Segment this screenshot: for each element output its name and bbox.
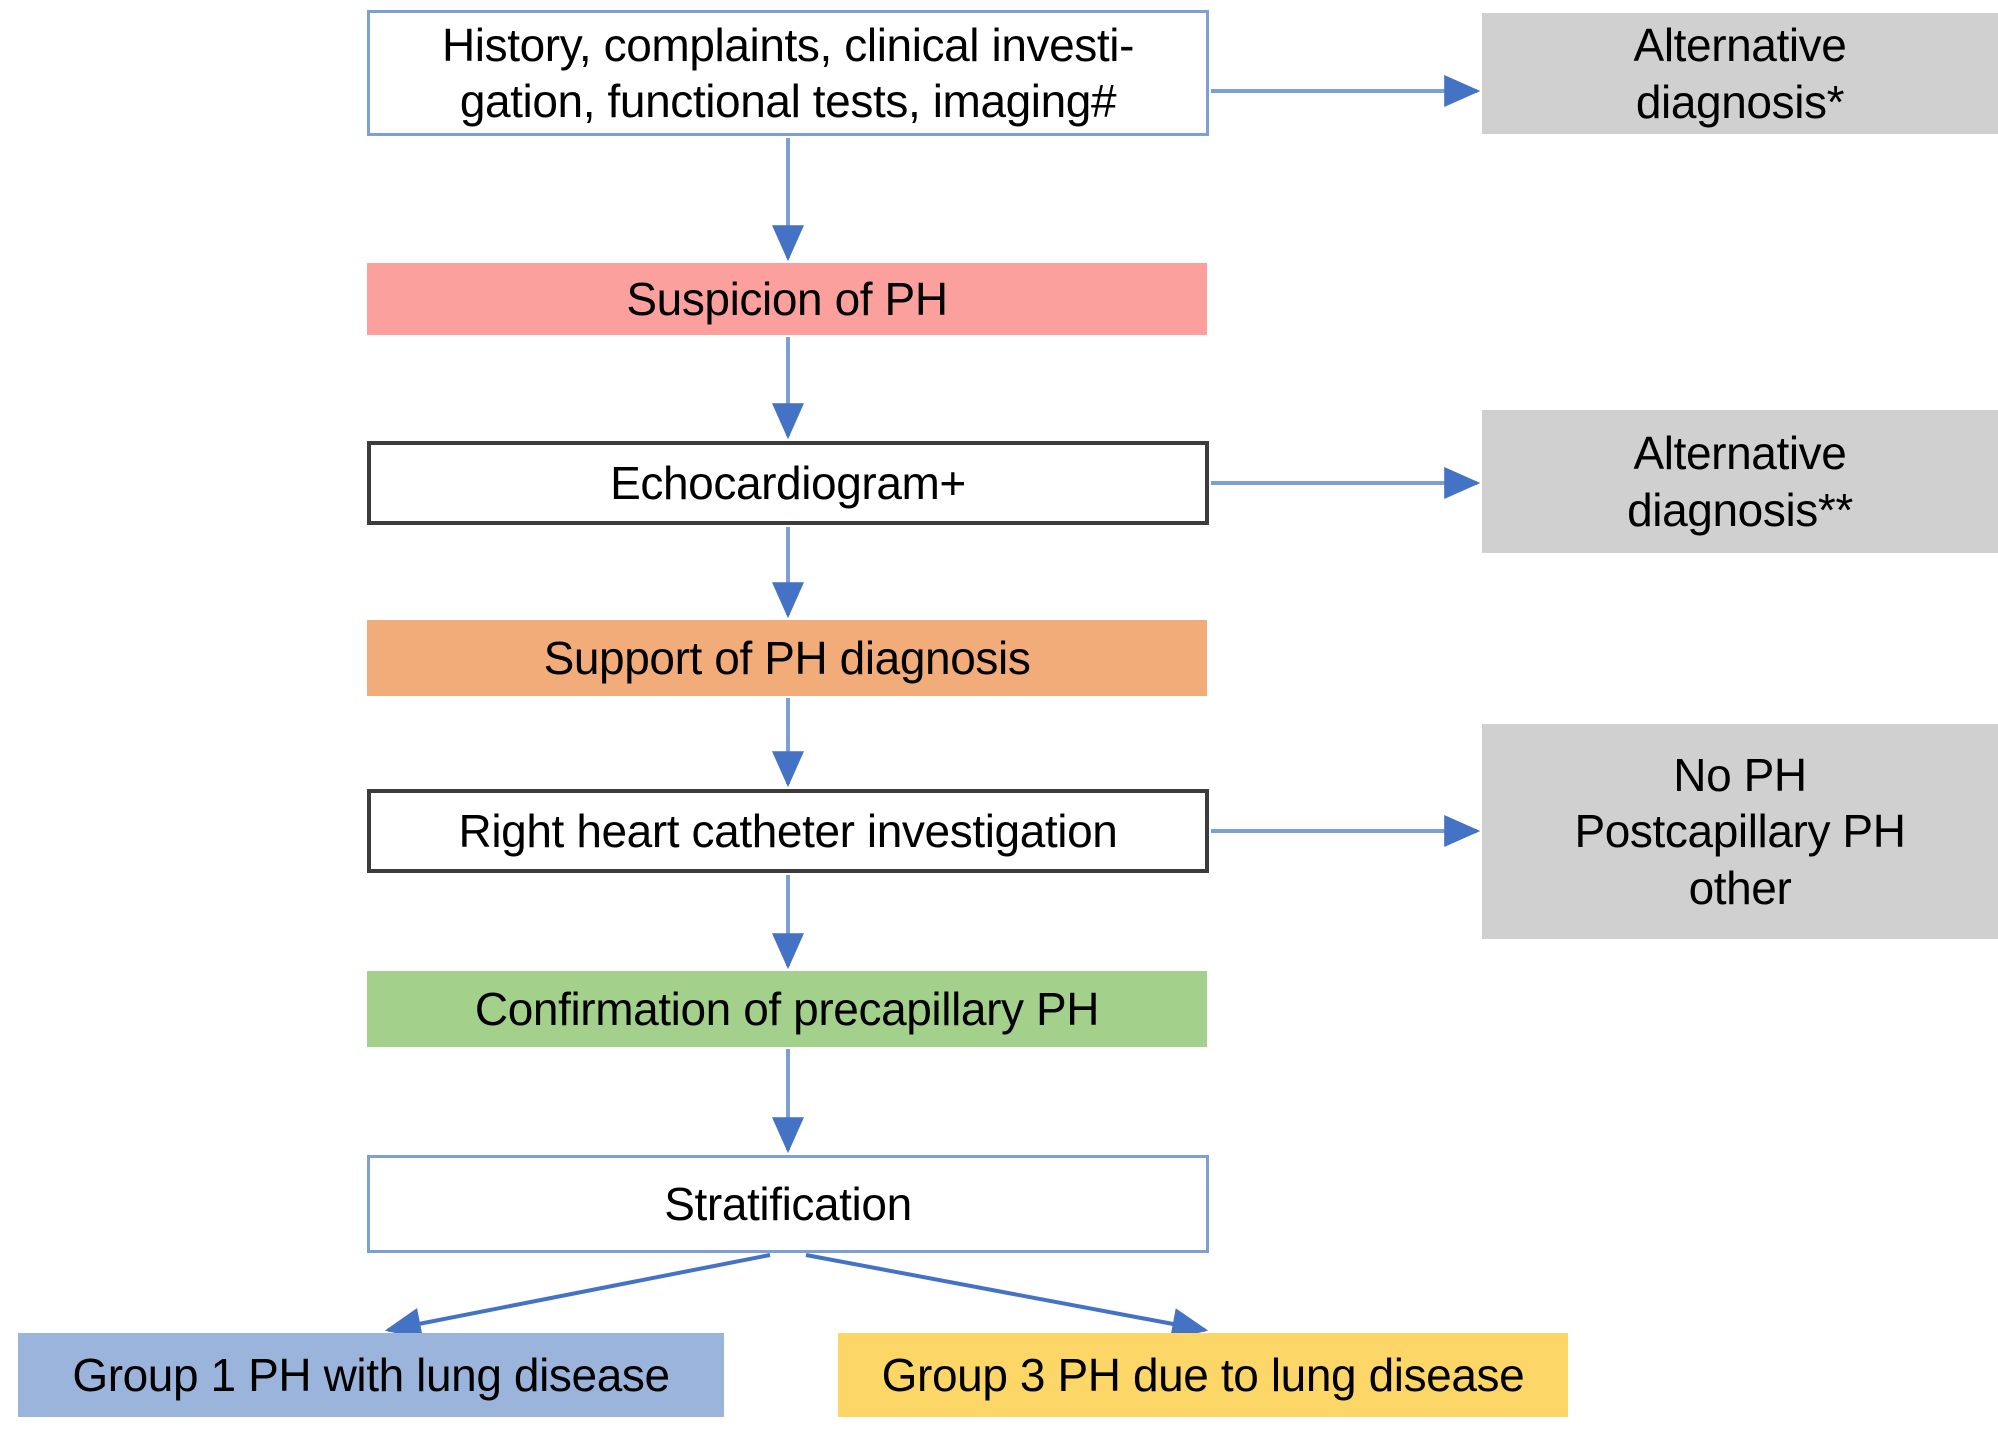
node-support-of-ph-diagnosis[interactable]: Support of PH diagnosis: [367, 620, 1207, 696]
node-confirmation-precapillary-ph[interactable]: Confirmation of precapillary PH: [367, 971, 1207, 1047]
node-suspicion-of-ph[interactable]: Suspicion of PH: [367, 263, 1207, 335]
node-group-1-ph[interactable]: Group 1 PH with lung disease: [18, 1333, 724, 1417]
node-alternative-diagnosis-1[interactable]: Alternative diagnosis*: [1482, 13, 1998, 134]
node-no-ph-postcapillary-other-label: No PH Postcapillary PH other: [1574, 749, 1906, 914]
node-group-3-ph[interactable]: Group 3 PH due to lung disease: [838, 1333, 1568, 1417]
node-echocardiogram[interactable]: Echocardiogram+: [367, 441, 1209, 525]
node-no-ph-postcapillary-other[interactable]: No PH Postcapillary PH other: [1482, 724, 1998, 939]
node-alternative-diagnosis-2[interactable]: Alternative diagnosis**: [1482, 410, 1998, 553]
node-right-heart-catheter-label: Right heart catheter investigation: [458, 804, 1118, 857]
node-group-3-ph-label: Group 3 PH due to lung disease: [881, 1348, 1525, 1401]
node-history-label: History, complaints, clinical investi- g…: [441, 18, 1135, 127]
arrow-stratification-to-group-1: [384, 1253, 771, 1340]
node-support-of-ph-diagnosis-label: Support of PH diagnosis: [543, 631, 1031, 684]
node-confirmation-precapillary-ph-label: Confirmation of precapillary PH: [474, 982, 1100, 1035]
node-stratification-label: Stratification: [664, 1177, 912, 1230]
node-suspicion-of-ph-label: Suspicion of PH: [626, 272, 948, 325]
node-history[interactable]: History, complaints, clinical investi- g…: [367, 10, 1209, 136]
arrow-stratification-to-group-3: [805, 1253, 1209, 1340]
node-echocardiogram-label: Echocardiogram+: [610, 456, 966, 509]
node-group-1-ph-label: Group 1 PH with lung disease: [72, 1348, 670, 1401]
node-right-heart-catheter[interactable]: Right heart catheter investigation: [367, 789, 1209, 873]
node-alternative-diagnosis-2-label: Alternative diagnosis**: [1627, 427, 1853, 536]
node-alternative-diagnosis-1-label: Alternative diagnosis*: [1633, 19, 1847, 128]
node-stratification[interactable]: Stratification: [367, 1155, 1209, 1253]
